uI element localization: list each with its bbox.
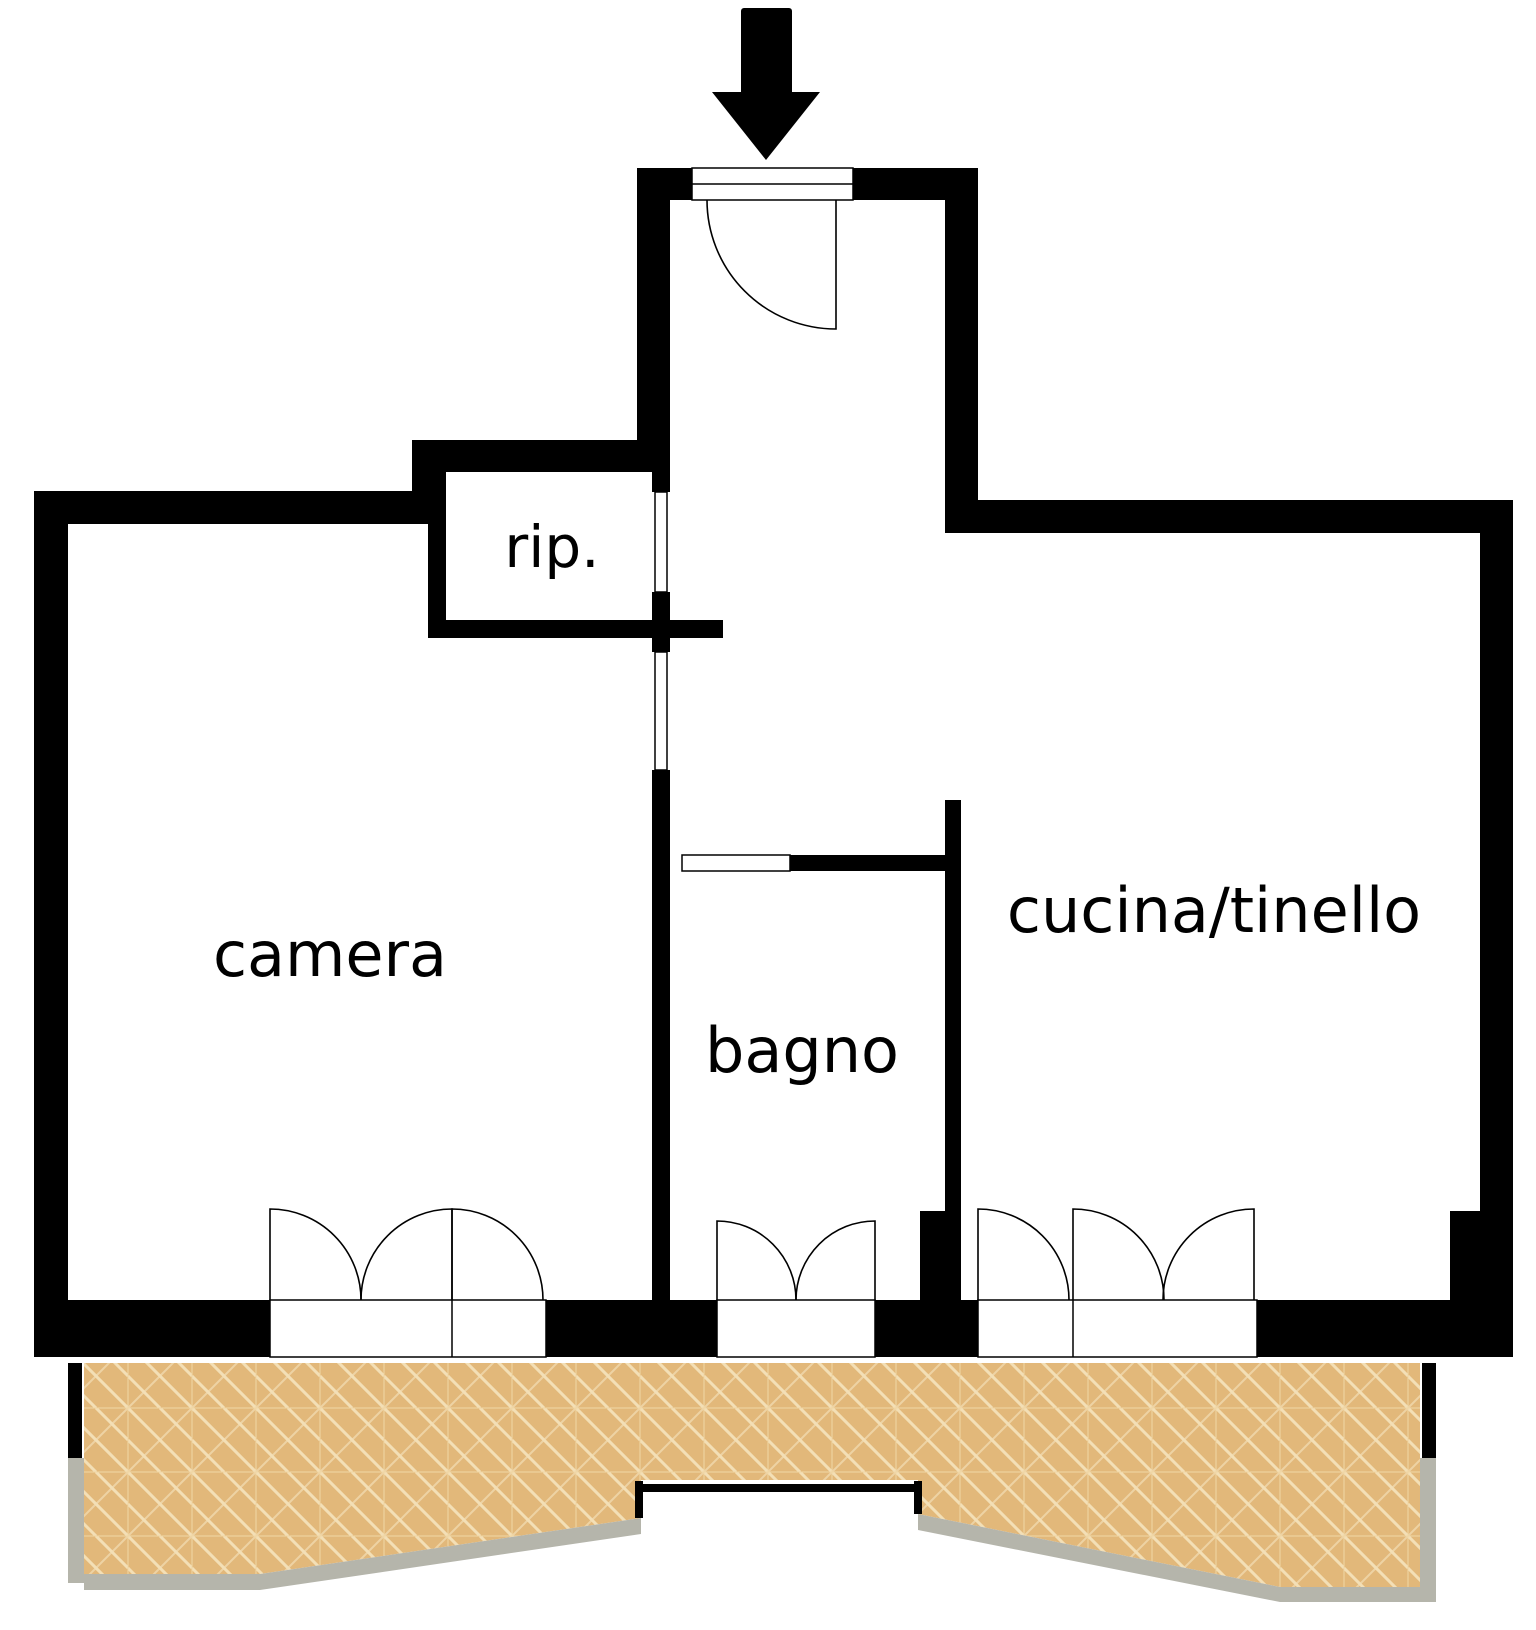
- terrace-parapet: [68, 1458, 1436, 1602]
- room-label-camera: camera: [213, 918, 447, 991]
- terrace-rail: [68, 1363, 1436, 1518]
- arrow-down-icon: [712, 8, 820, 160]
- room-label-bagno: bagno: [705, 1014, 899, 1087]
- walls: [34, 168, 1513, 1357]
- openings: [269, 167, 1258, 1358]
- door-swings: [269, 199, 1255, 1301]
- room-label-rip: rip.: [504, 513, 599, 581]
- room-label-cucina: cucina/tinello: [1007, 874, 1421, 947]
- terrace-floor: [84, 1363, 1420, 1587]
